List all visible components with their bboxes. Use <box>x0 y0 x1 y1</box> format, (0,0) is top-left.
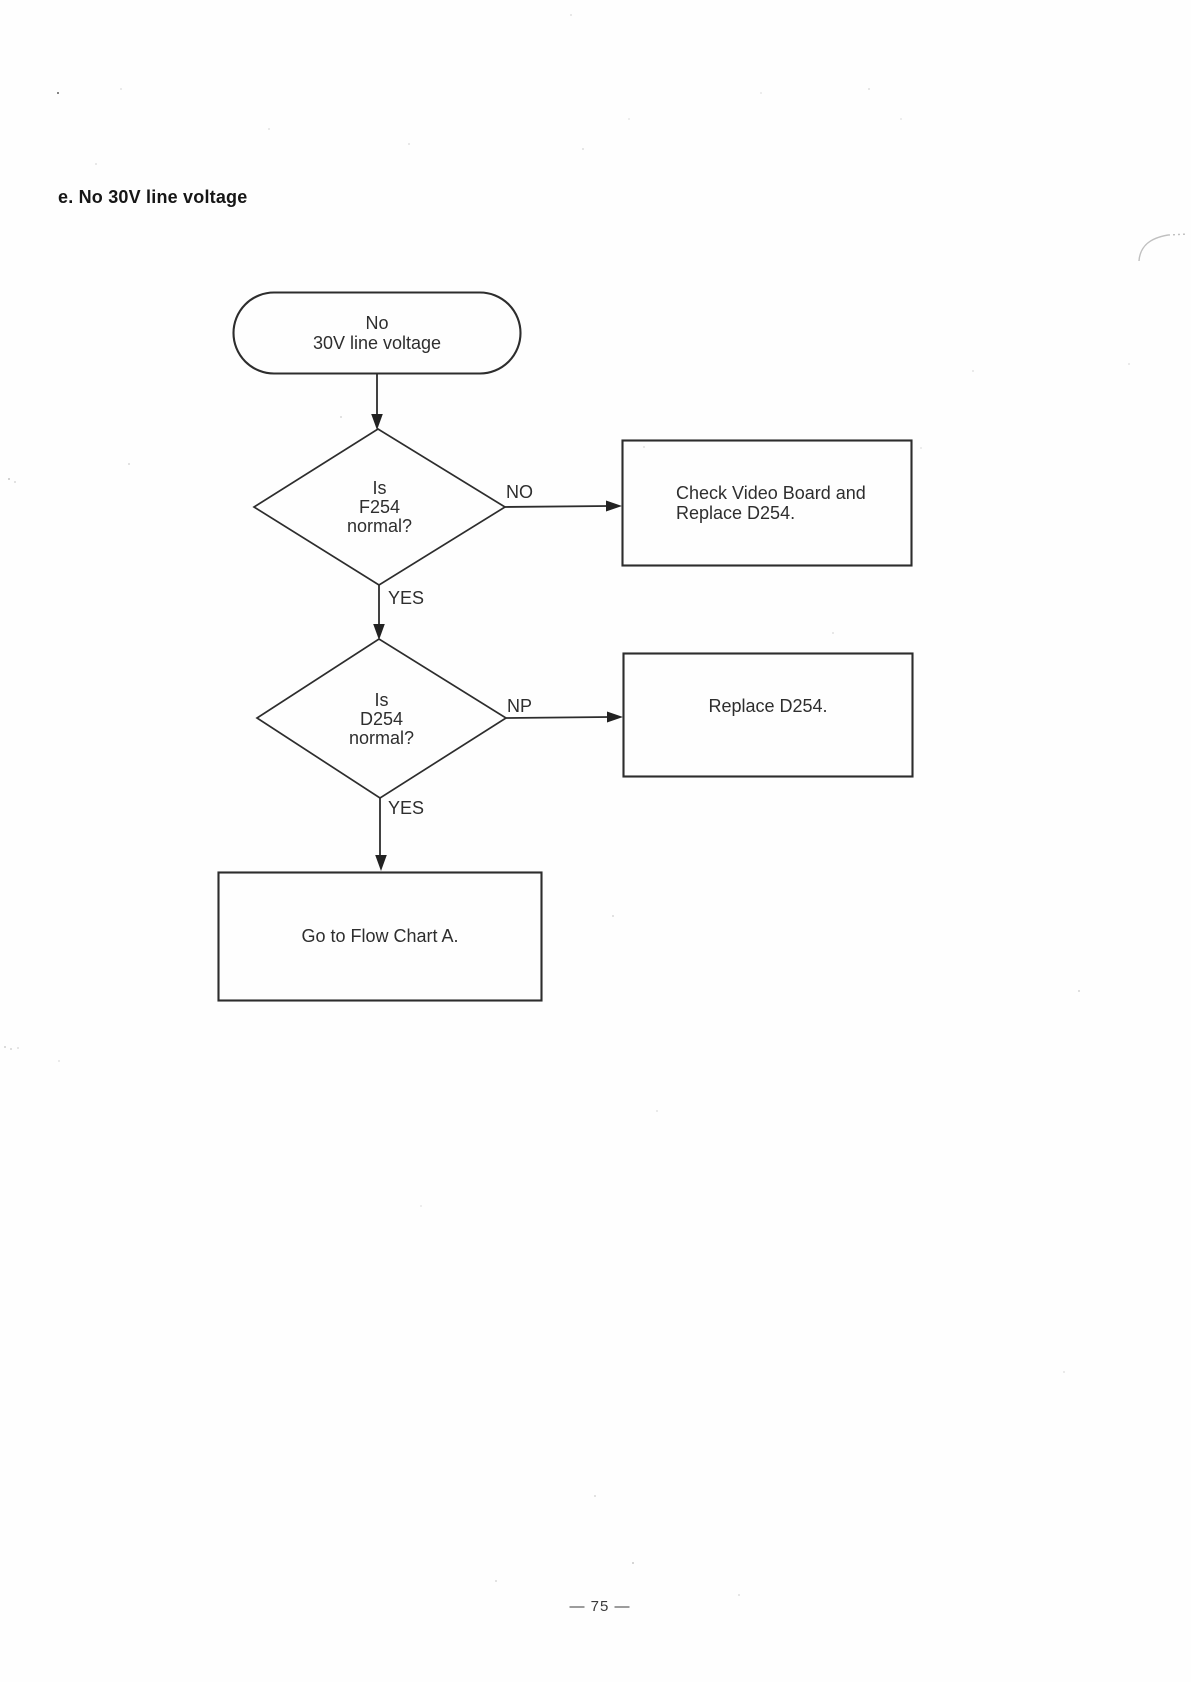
branch-label-no: NO <box>506 482 533 502</box>
decision-d254-line2: D254 <box>359 708 404 729</box>
arrowhead-to-d254 <box>373 624 385 640</box>
action-goto-shape <box>217 871 543 1002</box>
action-check-video-line2: Replace D254. <box>676 503 796 523</box>
action-goto-label: Go to Flow Chart A. <box>301 926 459 946</box>
branch-label-yes-1: YES <box>388 588 425 608</box>
action-replace-shape <box>622 652 914 778</box>
action-goto: Go to Flow Chart A. <box>218 872 542 1001</box>
arrowhead-to-replace <box>607 711 623 723</box>
action-replace-label: Replace D254. <box>708 695 828 716</box>
scan-artifact-curve <box>1138 234 1169 262</box>
decision-f254: Is F254 normal? <box>254 430 505 585</box>
decision-f254-line3: normal? <box>346 516 413 536</box>
action-check-video-shape <box>621 439 913 567</box>
arrowhead-to-goto <box>375 855 387 871</box>
action-check-video-line1: Check Video Board and <box>676 483 866 503</box>
page-number: — 75 — <box>569 1598 631 1615</box>
scan-dust <box>0 0 2 2</box>
start-line1: No <box>365 313 389 333</box>
decision-d254: Is D254 normal? <box>257 640 506 798</box>
decision-d254-line3: normal? <box>348 727 415 748</box>
arrowhead-to-f254 <box>371 414 383 430</box>
start-terminator: No 30V line voltage <box>233 292 521 374</box>
decision-f254-line1: Is <box>372 478 387 498</box>
section-title: e. No 30V line voltage <box>58 187 248 207</box>
scan-artifact-dashes <box>1167 233 1189 236</box>
start-line2: 30V line voltage <box>312 333 442 353</box>
action-check-video: Check Video Board and Replace D254. <box>622 440 912 566</box>
action-replace: Replace D254. <box>623 644 913 768</box>
connector-d254-np <box>505 716 611 719</box>
start-terminator-shape <box>232 291 522 375</box>
branch-label-np: NP <box>507 696 533 716</box>
decision-d254-line1: Is <box>374 689 389 710</box>
connector-f254-no <box>503 505 610 508</box>
decision-f254-line2: F254 <box>358 497 401 517</box>
branch-label-yes-2: YES <box>388 798 425 818</box>
arrowhead-to-check-video <box>606 500 622 512</box>
